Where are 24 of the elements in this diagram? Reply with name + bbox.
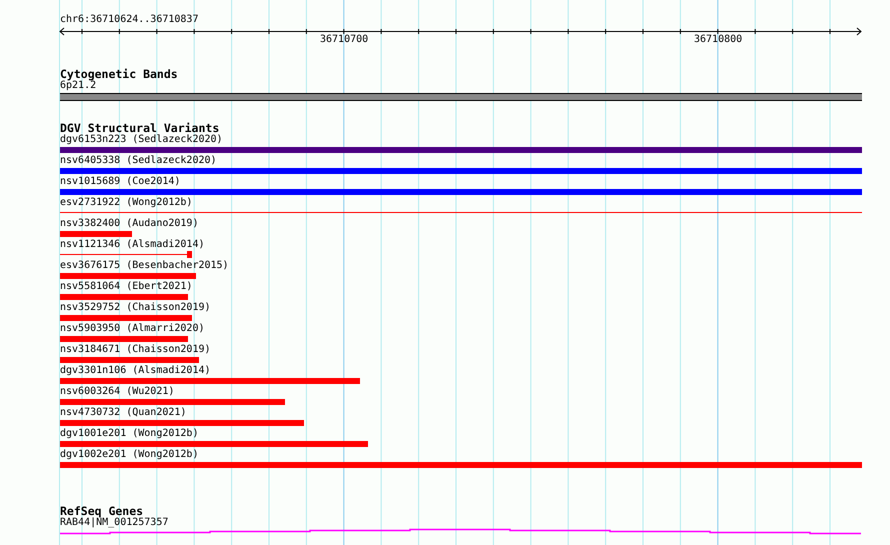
variant-label: esv2731922 (Wong2012b) bbox=[60, 197, 192, 209]
variant-label: nsv1015689 (Coe2014) bbox=[60, 176, 180, 188]
variant-label: nsv6003264 (Wu2021) bbox=[60, 386, 174, 398]
track-title: DGV Structural Variants bbox=[60, 122, 220, 134]
tick-label: 36710800 bbox=[694, 34, 742, 46]
variant-label: nsv3382400 (Audano2019) bbox=[60, 218, 198, 230]
variant-label: dgv3301n106 (Alsmadi2014) bbox=[60, 365, 211, 377]
coordinate-label: chr6:36710624..36710837 bbox=[60, 14, 198, 26]
gene-label: RAB44|NM_001257357 bbox=[60, 517, 168, 529]
variant-label: nsv5903950 (Almarri2020) bbox=[60, 323, 204, 335]
variant-label: dgv1002e201 (Wong2012b) bbox=[60, 449, 198, 461]
track-title: Cytogenetic Bands bbox=[60, 68, 178, 80]
track-title: RefSeq Genes bbox=[60, 504, 144, 518]
band-label: 6p21.2 bbox=[60, 80, 96, 92]
variant-label: nsv6405338 (Sedlazeck2020) bbox=[60, 155, 217, 167]
tick-label: 36710700 bbox=[320, 34, 368, 46]
variant-label: nsv4730732 (Quan2021) bbox=[60, 407, 186, 419]
variant-label: nsv3184671 (Chaisson2019) bbox=[60, 344, 211, 356]
variant-label: nsv5581064 (Ebert2021) bbox=[60, 281, 192, 293]
variant-label: dgv6153n223 (Sedlazeck2020) bbox=[60, 134, 223, 146]
variant-label: dgv1001e201 (Wong2012b) bbox=[60, 428, 198, 440]
variant-label: esv3676175 (Besenbacher2015) bbox=[60, 260, 229, 272]
variant-label: nsv3529752 (Chaisson2019) bbox=[60, 302, 211, 314]
variant-label: nsv1121346 (Alsmadi2014) bbox=[60, 239, 204, 251]
